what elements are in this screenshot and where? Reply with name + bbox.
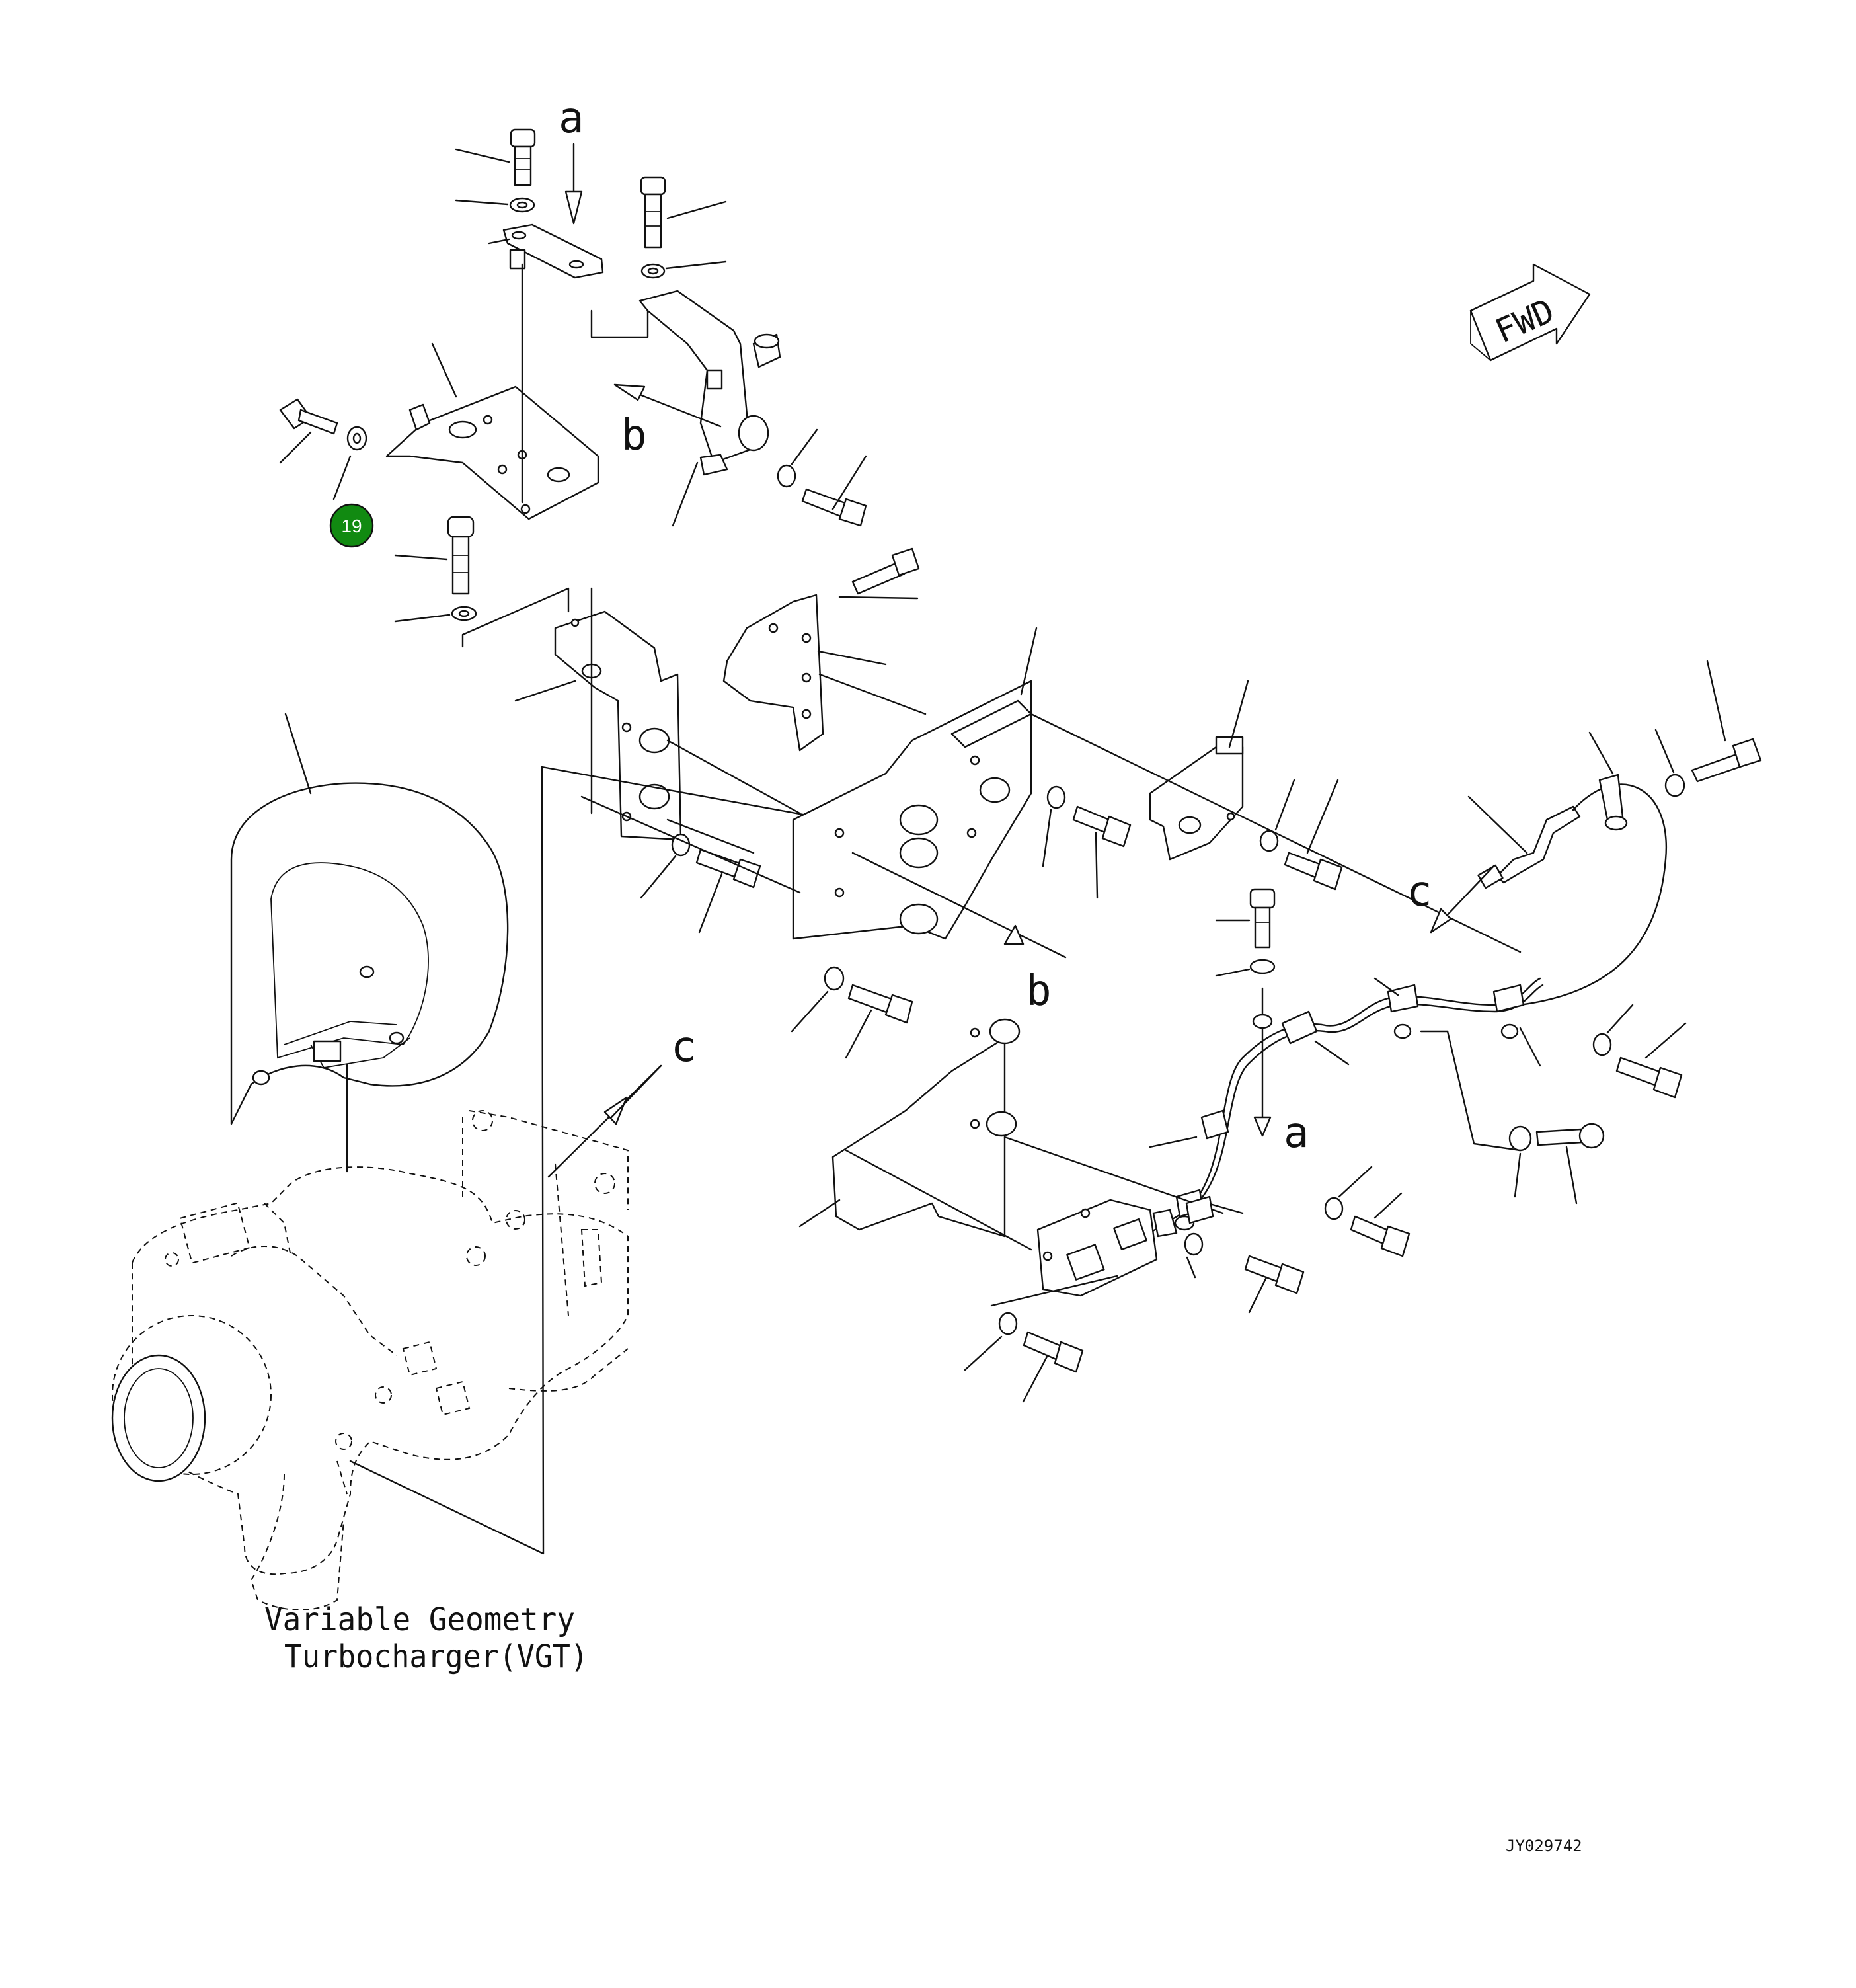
arrow-a-right-head — [1253, 1116, 1272, 1137]
arrow-c-upper-head — [603, 1096, 628, 1125]
small-right-bracket — [1149, 680, 1249, 861]
mid-washer — [394, 606, 477, 623]
vertical-bracket-washer — [640, 833, 691, 899]
leader-plate-mid — [666, 739, 801, 815]
small-right-washer — [1259, 779, 1295, 852]
leader-frame-turbo — [349, 766, 545, 1555]
ref-letter-b-lower: b — [1026, 967, 1052, 1015]
ecu-washer-far — [1324, 1166, 1373, 1220]
leader-plate-mid-2 — [666, 818, 755, 854]
drawing-code: JY029742 — [1506, 1837, 1582, 1855]
ref-letter-b-upper: b — [621, 411, 647, 460]
controller-plate — [798, 1018, 1021, 1238]
sensor-probe — [1467, 731, 1668, 1006]
side-bolt-center — [838, 547, 920, 600]
ref-letter-a-right: a — [1284, 1109, 1309, 1158]
top-washer-2 — [640, 260, 727, 279]
harness-washer-right — [1592, 1004, 1634, 1056]
small-right-bolt — [1284, 779, 1343, 891]
main-plate-washer — [1042, 785, 1066, 867]
main-plate — [792, 627, 1038, 940]
ref-letter-c-upper: c — [671, 1023, 697, 1072]
arrow-b-lower-shaft — [851, 852, 1067, 959]
ecu-washer-right — [1184, 1232, 1204, 1279]
wire-harness — [1083, 977, 1544, 1251]
leader-plate-controller — [1003, 1136, 1224, 1214]
leader-frame-b — [590, 309, 649, 338]
harness-washer — [1215, 959, 1276, 977]
caption-line-2: Turbocharger(VGT) — [284, 1638, 588, 1675]
lower-plate-washer — [791, 966, 845, 1033]
leader-turbo-bracket — [541, 766, 804, 816]
callout-badge — [329, 503, 374, 548]
ecu-bolt-left — [1022, 1331, 1084, 1403]
right-upper-washer — [777, 428, 818, 488]
caption-line-1: Variable Geometry — [264, 1601, 575, 1638]
callout-19: 19 — [329, 503, 374, 548]
top-plate — [488, 223, 604, 279]
leader-bracket-long — [818, 673, 927, 715]
ecu-washer-left — [964, 1312, 1018, 1371]
turbocharger — [111, 1110, 629, 1610]
side-washer-left — [332, 426, 367, 500]
upper-bracket — [385, 342, 599, 520]
sensor-bolt — [1691, 660, 1762, 783]
heat-shield — [230, 713, 509, 1125]
arrow-b-lower-head — [1003, 924, 1025, 945]
sensor-washer — [1654, 729, 1685, 797]
small-bracket-center — [722, 594, 887, 752]
ref-letter-a-top: a — [559, 94, 584, 143]
harness-bolt-lower — [1535, 1123, 1605, 1205]
arrow-c-right-head — [1430, 908, 1452, 934]
harness-bolt-right — [1615, 1022, 1687, 1099]
ecu-bolt-far — [1350, 1192, 1411, 1257]
leader-plate-controller-2 — [845, 1149, 1032, 1251]
leader-turbo-bracket-2 — [580, 795, 801, 894]
lower-plate-bolt — [845, 984, 913, 1059]
top-bolt-1 — [455, 128, 536, 186]
leader-zigzag-mid — [461, 587, 570, 648]
arrow-a-head — [564, 190, 583, 225]
main-plate-bolt — [1072, 805, 1132, 899]
fwd-arrow-badge: FWD — [1469, 263, 1591, 362]
top-bolt-2 — [640, 176, 727, 249]
top-washer-1 — [455, 197, 535, 213]
arrow-b-upper-head — [613, 383, 646, 401]
mid-bolt — [394, 516, 475, 595]
harness-bolt — [1215, 888, 1276, 949]
harness-washer-lower — [1508, 1125, 1532, 1198]
ecu-module — [990, 1195, 1214, 1307]
callout-number: 19 — [341, 516, 362, 536]
leader-c-upper — [610, 1064, 662, 1119]
ref-letter-c-right: c — [1407, 867, 1432, 916]
vertical-bracket — [514, 610, 682, 841]
ecu-bolt-right — [1244, 1255, 1305, 1314]
side-bolt-left — [279, 398, 338, 464]
right-upper-bracket — [638, 290, 781, 527]
right-upper-bolt — [801, 455, 867, 527]
